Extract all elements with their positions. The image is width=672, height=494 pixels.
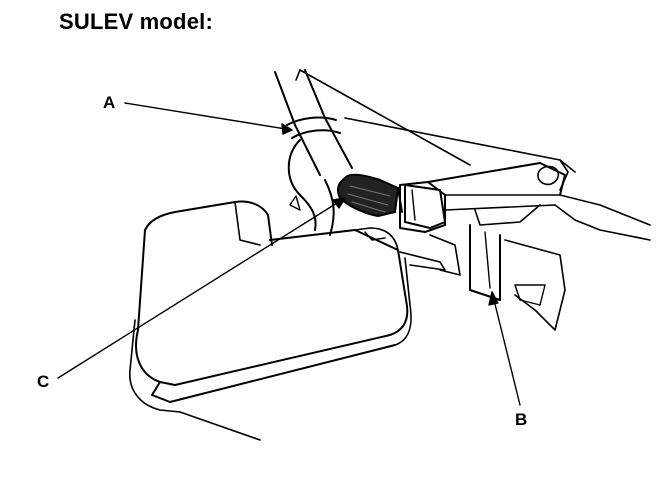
leader-b-arrow [488, 291, 499, 306]
leader-b [491, 291, 521, 406]
hose-connector [404, 184, 446, 229]
leader-a [124, 102, 293, 131]
leader-c-arrow [332, 197, 346, 209]
mounting-bracket [399, 162, 651, 331]
callout-a: A [103, 93, 116, 112]
leader-lines [57, 102, 521, 406]
callout-c: C [37, 372, 50, 391]
vent-hose [274, 69, 353, 236]
chassis-panel [295, 69, 576, 191]
leader-a-arrow [281, 123, 293, 135]
air-filter-c [336, 173, 403, 217]
leader-c [57, 197, 346, 379]
diagram-title: SULEV model: [59, 9, 213, 34]
canister-housing [129, 200, 446, 441]
callout-b: B [515, 410, 528, 429]
